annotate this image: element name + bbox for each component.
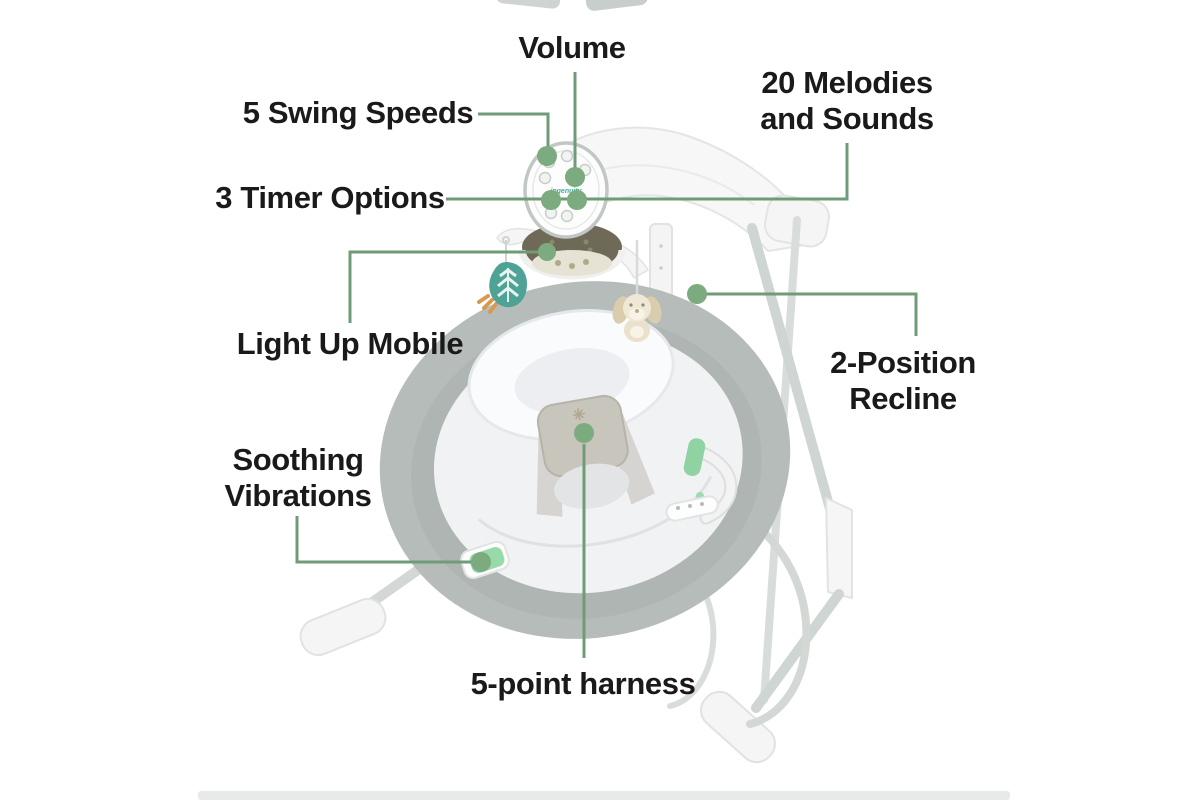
frame-leg-lower-right	[751, 589, 844, 713]
timer-options-callout-dot	[541, 190, 561, 210]
melodies-callout-dot	[567, 190, 587, 210]
volume-callout-dot	[565, 167, 585, 187]
brand-logo: ingenuity	[550, 188, 582, 195]
label-melodies-sounds: 20 Melodies and Sounds	[760, 65, 934, 136]
crotch-pad	[554, 463, 630, 509]
callout-dots	[471, 146, 707, 572]
recline-callout-dot	[687, 284, 707, 304]
height-adjuster-bar	[665, 495, 719, 522]
recline-callout-line	[704, 292, 918, 336]
foot-pad-right	[700, 690, 776, 764]
light-up-mobile-callout-dot	[538, 243, 556, 261]
callout-lines	[295, 72, 918, 658]
label-light-up-mobile: Light Up Mobile	[236, 326, 464, 361]
swing-speeds-callout-dot	[537, 146, 557, 166]
floor-strip	[198, 791, 1010, 800]
frame-knee-joint	[825, 497, 853, 599]
vibrations-callout-line	[295, 516, 474, 564]
recline-latch	[683, 438, 706, 476]
label-recline: 2-Position Recline	[830, 345, 976, 416]
label-harness: 5-point harness	[470, 666, 696, 701]
label-swing-speeds: 5 Swing Speeds	[242, 95, 474, 130]
puppy-toy	[612, 294, 662, 342]
label-volume: Volume	[518, 30, 626, 65]
frame-top-cutoff	[496, 0, 648, 11]
harness-callout-dot	[574, 423, 594, 443]
label-vibrations: Soothing Vibrations	[224, 442, 372, 513]
label-timer-options: 3 Timer Options	[215, 180, 445, 215]
foot-pad-left	[299, 597, 387, 657]
leaf-tassels	[477, 294, 498, 314]
carry-handle	[695, 447, 736, 523]
swing-speeds-callout-line	[478, 112, 550, 150]
seat-post	[649, 223, 673, 299]
vibrations-callout-dot	[471, 552, 491, 572]
light-up-mobile-callout-line	[348, 250, 542, 323]
